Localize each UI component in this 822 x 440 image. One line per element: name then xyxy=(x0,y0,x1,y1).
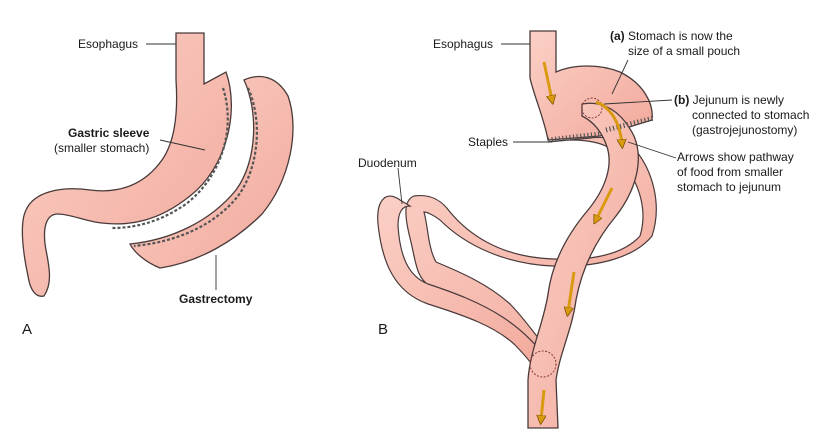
panel-b-illustration xyxy=(377,30,677,429)
label-pouch-tag: (a) xyxy=(610,29,625,43)
label-duodenum: Duodenum xyxy=(358,156,417,170)
gastrectomy-shape xyxy=(128,75,294,269)
food-arrow-1 xyxy=(542,61,552,100)
label-gastric-sleeve: Gastric sleeve xyxy=(68,126,150,140)
food-arrow-4 xyxy=(568,271,576,312)
label-smaller-stomach: (smaller stomach) xyxy=(54,141,150,155)
label-staples: Staples xyxy=(468,135,509,149)
panel-b-letter: B xyxy=(378,321,389,338)
label-esophagus-b: Esophagus xyxy=(433,37,494,51)
staple-line-left xyxy=(547,131,601,143)
label-pouch-line2: size of a small pouch xyxy=(628,44,741,58)
label-pouch-text1: Stomach is now the xyxy=(628,29,733,43)
label-gastrectomy: Gastrectomy xyxy=(179,292,253,306)
panel-a-illustration xyxy=(21,32,294,297)
label-jejunum-text1: Jejunum is newly xyxy=(692,93,785,107)
food-arrow-3 xyxy=(596,187,614,220)
stomach-pouch-shape xyxy=(529,30,653,141)
food-arrow-5 xyxy=(541,389,544,420)
label-arrows-line3: stomach to jejunum xyxy=(677,180,782,194)
label-arrows-line1: Arrows show pathway xyxy=(677,150,794,164)
gastric-sleeve-shape xyxy=(21,32,232,297)
label-jejunum-line1: (b) Jejunum is newly xyxy=(674,93,784,107)
gastrectomy-staple-line xyxy=(133,87,258,248)
staple-line-right xyxy=(605,115,655,133)
jejunum-limb xyxy=(527,102,639,429)
food-arrow-2 xyxy=(595,100,622,144)
label-jejunum-tag: (b) xyxy=(674,93,690,107)
jejunojejunostomy-site xyxy=(529,350,557,378)
label-arrows-line2: of food from smaller xyxy=(677,165,784,179)
label-jejunum-line2: connected to stomach xyxy=(692,108,810,122)
panel-a-letter: A xyxy=(22,321,33,338)
label-jejunum-line3: (gastrojejunostomy) xyxy=(692,123,798,137)
gastrojejunostomy-site xyxy=(581,97,603,119)
label-esophagus-a: Esophagus xyxy=(78,37,139,51)
label-pouch-line1: (a) Stomach is now the xyxy=(610,29,733,43)
